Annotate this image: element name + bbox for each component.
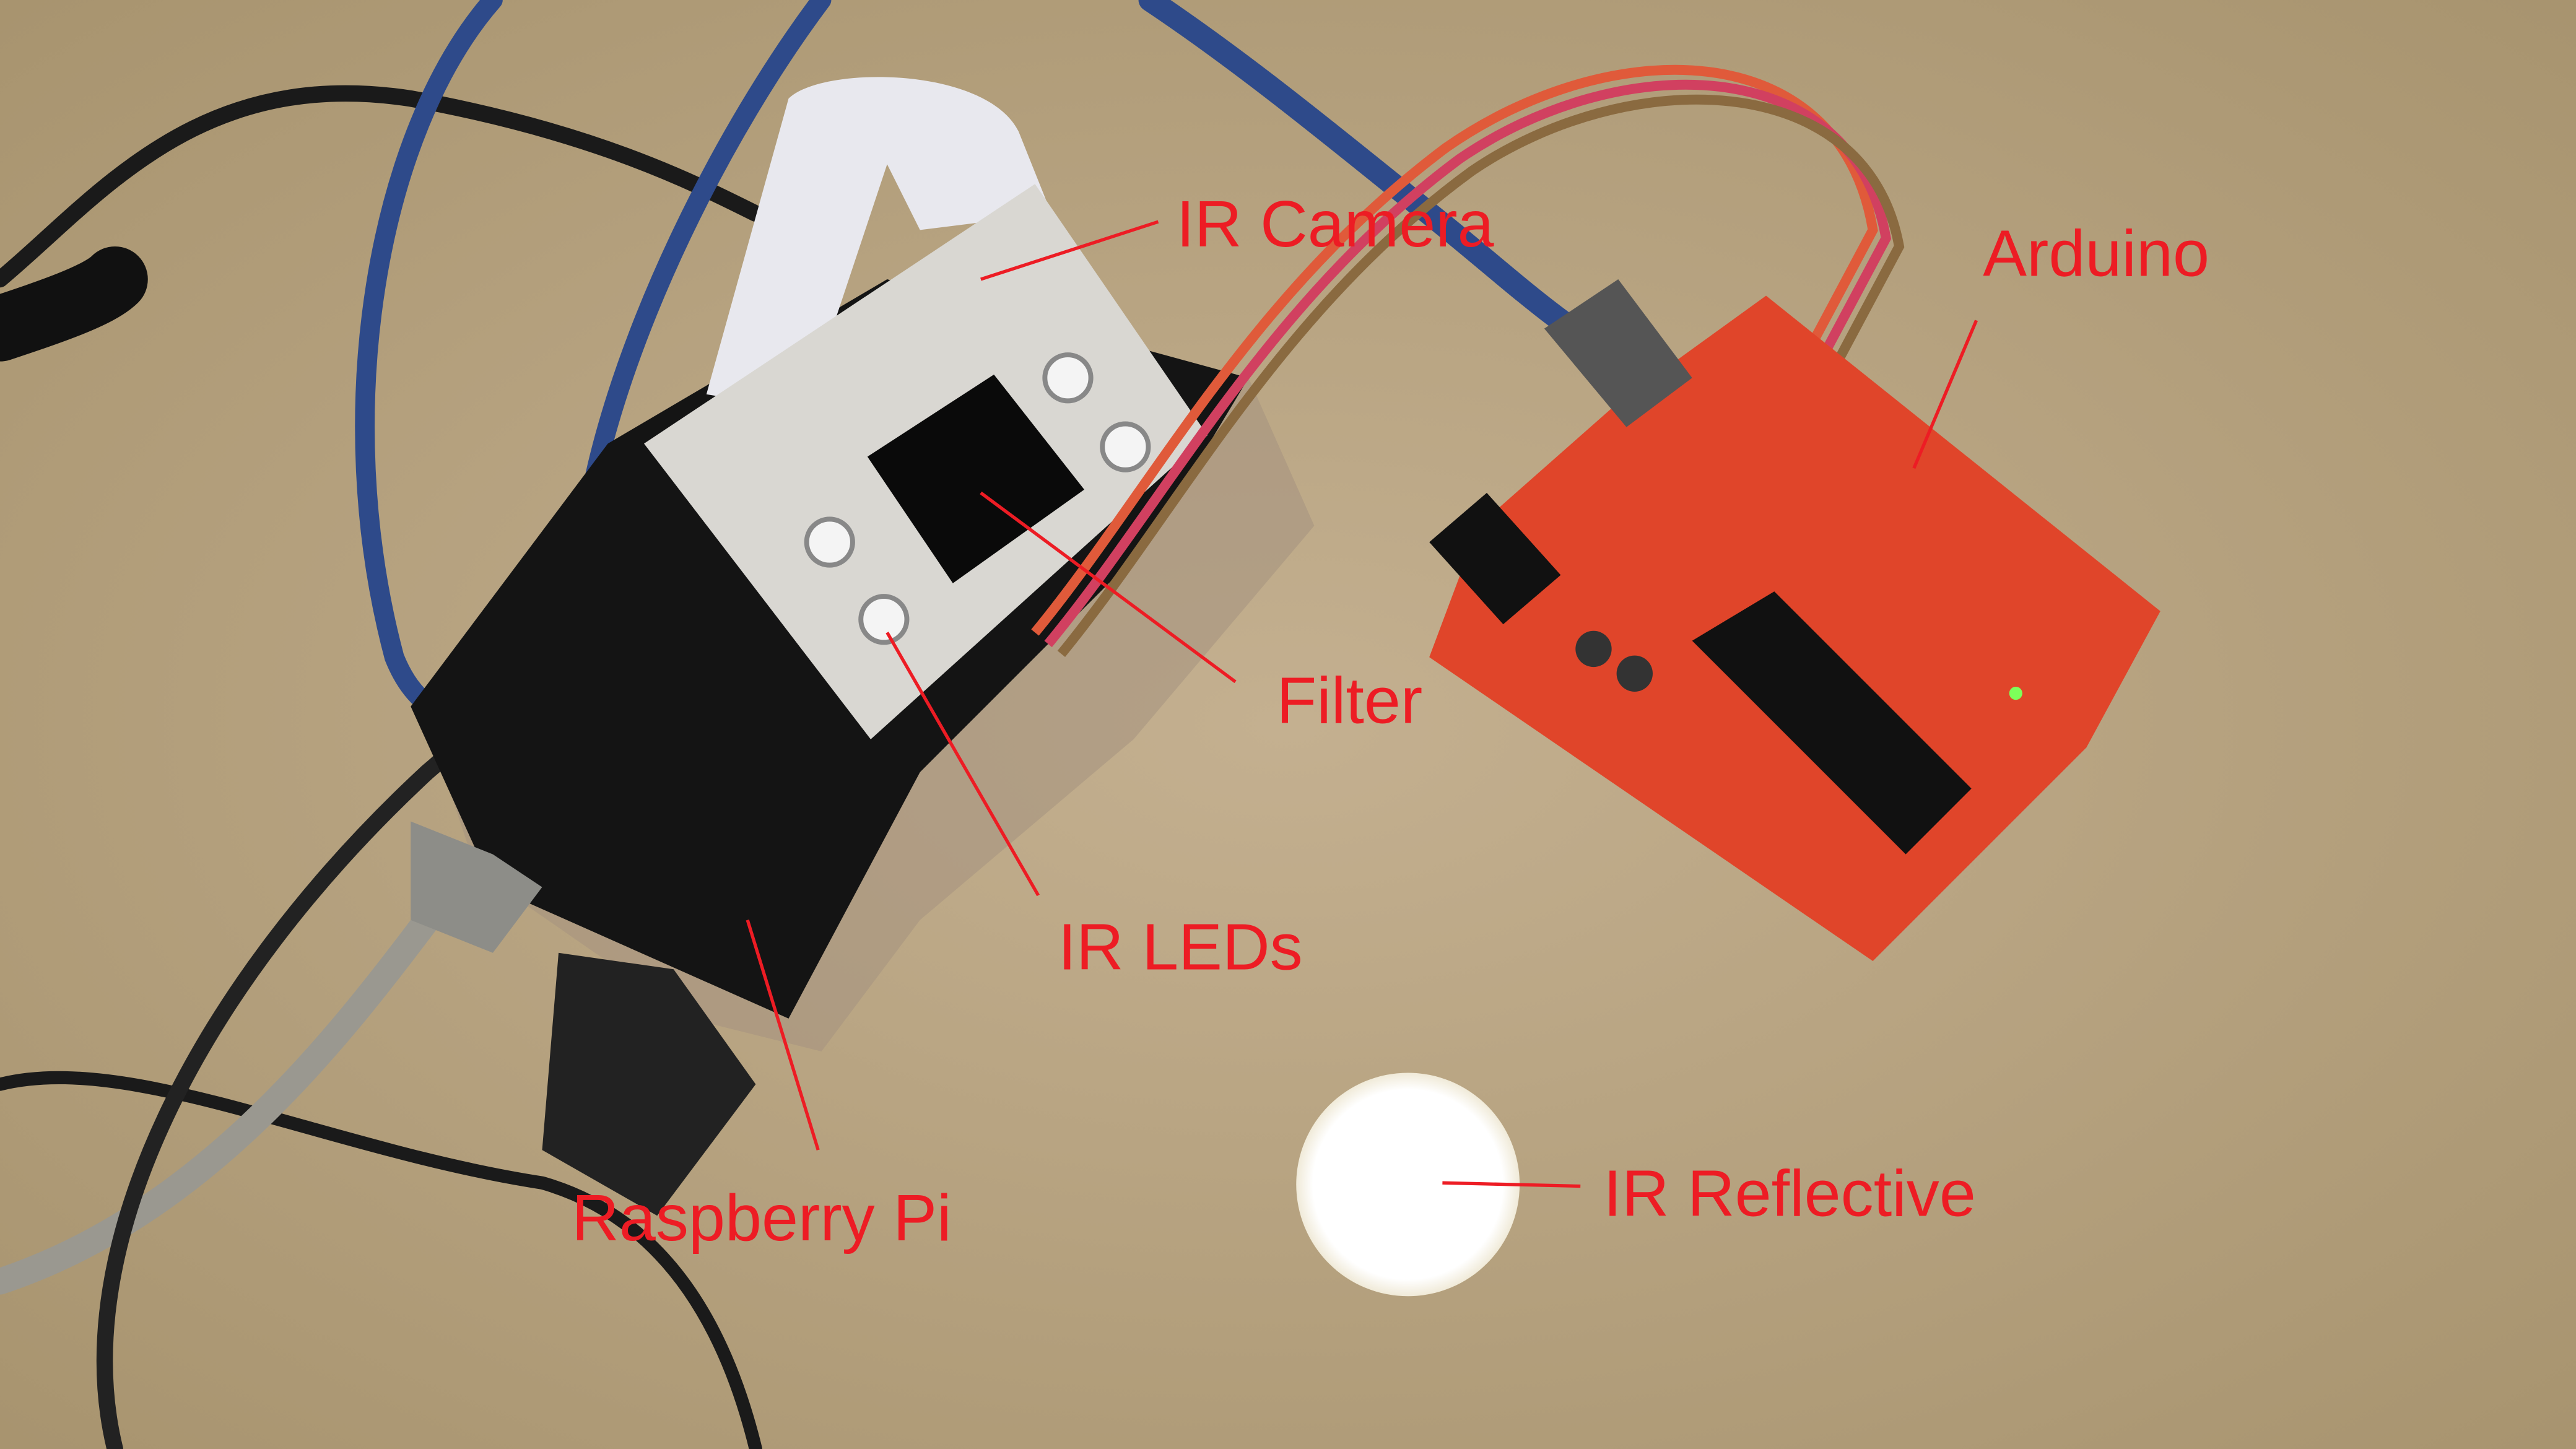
ir-led bbox=[804, 352, 1151, 645]
label-ir-reflective: IR Reflective bbox=[1603, 1157, 1975, 1230]
jumper-wires bbox=[1031, 64, 1905, 657]
leader-lines bbox=[746, 220, 1978, 1188]
arduino-board bbox=[1429, 279, 2160, 962]
ir-camera-mount bbox=[644, 184, 1208, 739]
ribbon-cable bbox=[706, 77, 1051, 411]
label-raspberry-pi: Raspberry Pi bbox=[572, 1181, 951, 1255]
label-filter: Filter bbox=[1276, 664, 1422, 737]
ir-reflective-dot bbox=[1296, 1073, 1520, 1297]
filter-square bbox=[867, 374, 1085, 583]
label-ir-leds: IR LEDs bbox=[1058, 910, 1303, 983]
label-ir-camera: IR Camera bbox=[1177, 188, 1495, 261]
label-arduino: Arduino bbox=[1983, 217, 2209, 290]
